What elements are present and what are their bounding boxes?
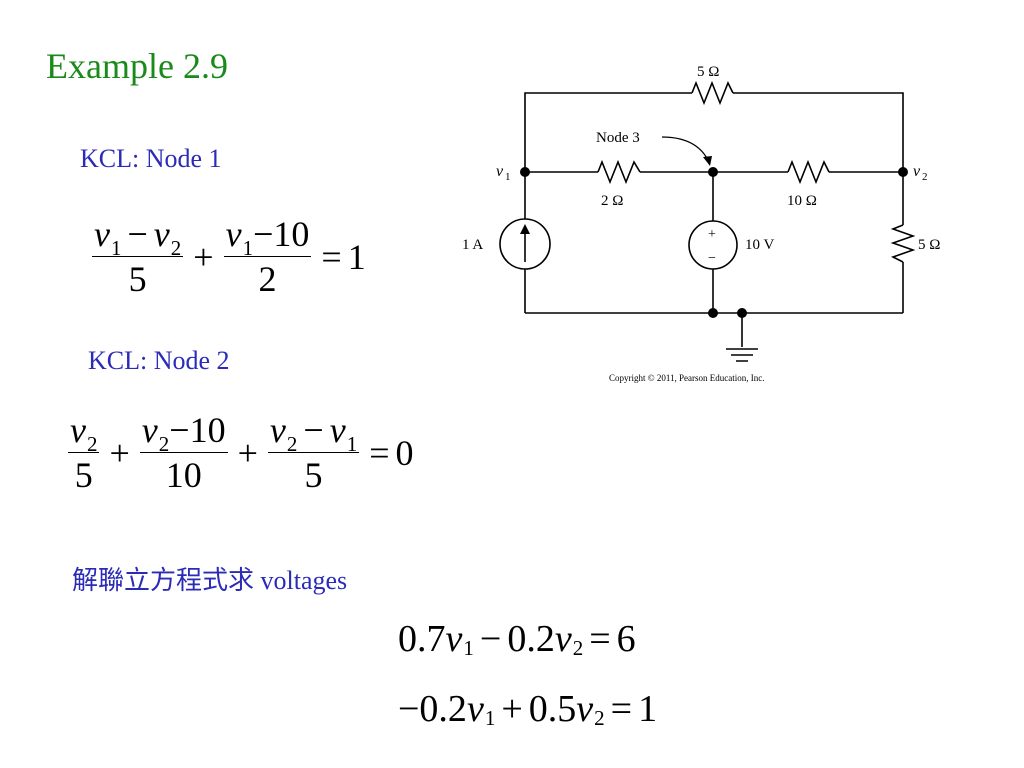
minus-sign: − (708, 251, 716, 266)
var-v1: v (225, 214, 242, 254)
circuit-diagram: 5 Ω Node 3 2 Ω 10 Ω 5 Ω v 1 v 2 1 A 10 V… (462, 64, 940, 383)
var-v2: v (576, 688, 594, 730)
var-v1: v (94, 214, 110, 254)
node-v1-dot (520, 167, 530, 177)
bottom-node-dot (708, 308, 718, 318)
sub: 2 (170, 236, 182, 260)
rhs: 0 (395, 432, 414, 473)
sub: 1 (110, 236, 122, 260)
denominator: 10 (165, 455, 202, 495)
sub: 2 (86, 432, 98, 456)
slide-title: Example 2.9 (46, 46, 228, 86)
minus-op: − (127, 214, 148, 254)
label-current-source: 1 A (462, 237, 483, 253)
label-r-right: 5 Ω (918, 237, 940, 253)
denominator: 5 (304, 455, 323, 495)
plus-op: + (193, 236, 214, 277)
var-v2: v (141, 410, 158, 450)
solve-heading: 解聯立方程式求 voltages (72, 566, 348, 595)
sub: 2 (158, 432, 170, 456)
coefficient: 0.5 (528, 688, 577, 730)
rhs: 1 (347, 236, 366, 277)
var-v1: v (329, 410, 346, 450)
equals-op: = (321, 236, 342, 277)
equals-op: = (610, 688, 633, 730)
denominator: 2 (258, 259, 277, 299)
label-v1-sub: 1 (505, 171, 511, 183)
label-v1: v (496, 163, 504, 180)
label-node3: Node 3 (596, 130, 640, 146)
resistor-10ohm (787, 159, 830, 185)
equals-op: = (369, 432, 390, 473)
var-v2: v (269, 410, 286, 450)
minus-op: − (479, 618, 502, 660)
rhs: 1 (638, 688, 658, 730)
top-wire (524, 92, 692, 172)
numerator-rest: −10 (253, 214, 310, 254)
sub: 1 (484, 705, 496, 730)
label-r-left: 2 Ω (601, 193, 623, 209)
label-r-top: 5 Ω (697, 64, 719, 80)
sub: 1 (346, 432, 358, 456)
label-v2: v (913, 163, 921, 180)
plus-op: + (237, 432, 258, 473)
sub: 2 (572, 635, 584, 660)
equals-op: = (589, 618, 611, 660)
resistor-top (691, 80, 734, 106)
plus-sign: + (708, 227, 716, 242)
coefficient: 0.7 (398, 618, 446, 660)
copyright-text: Copyright © 2011, Pearson Education, Inc… (609, 373, 764, 383)
var-v1: v (445, 618, 463, 660)
sub: 2 (594, 705, 605, 730)
label-r-mid: 10 Ω (787, 193, 817, 209)
rhs: 6 (616, 618, 636, 660)
coefficient: 0.2 (507, 618, 555, 660)
resistor-right (890, 224, 916, 263)
sub: 1 (463, 635, 474, 660)
node-v2-dot (898, 167, 908, 177)
ground-icon (726, 348, 758, 362)
var-v1: v (466, 688, 484, 730)
numerator-rest: −10 (169, 410, 226, 450)
node-3-dot (708, 167, 718, 177)
denominator: 5 (128, 259, 147, 299)
var-v2: v (554, 618, 572, 660)
resistor-2ohm (597, 159, 641, 185)
minus-op: − (303, 410, 324, 450)
kcl-node2-heading: KCL: Node 2 (88, 346, 230, 375)
kcl-node1-heading: KCL: Node 1 (80, 144, 222, 173)
label-v2-sub: 2 (922, 171, 928, 183)
sub: 2 (286, 432, 298, 456)
plus-op: + (501, 688, 523, 730)
var-v2: v (70, 410, 86, 450)
plus-op: + (109, 432, 130, 473)
denominator: 5 (74, 455, 93, 495)
sub: 1 (242, 236, 254, 260)
coefficient: −0.2 (398, 688, 467, 730)
ground-node-dot (737, 308, 747, 318)
var-v2: v (153, 214, 170, 254)
label-voltage-source: 10 V (745, 237, 774, 253)
